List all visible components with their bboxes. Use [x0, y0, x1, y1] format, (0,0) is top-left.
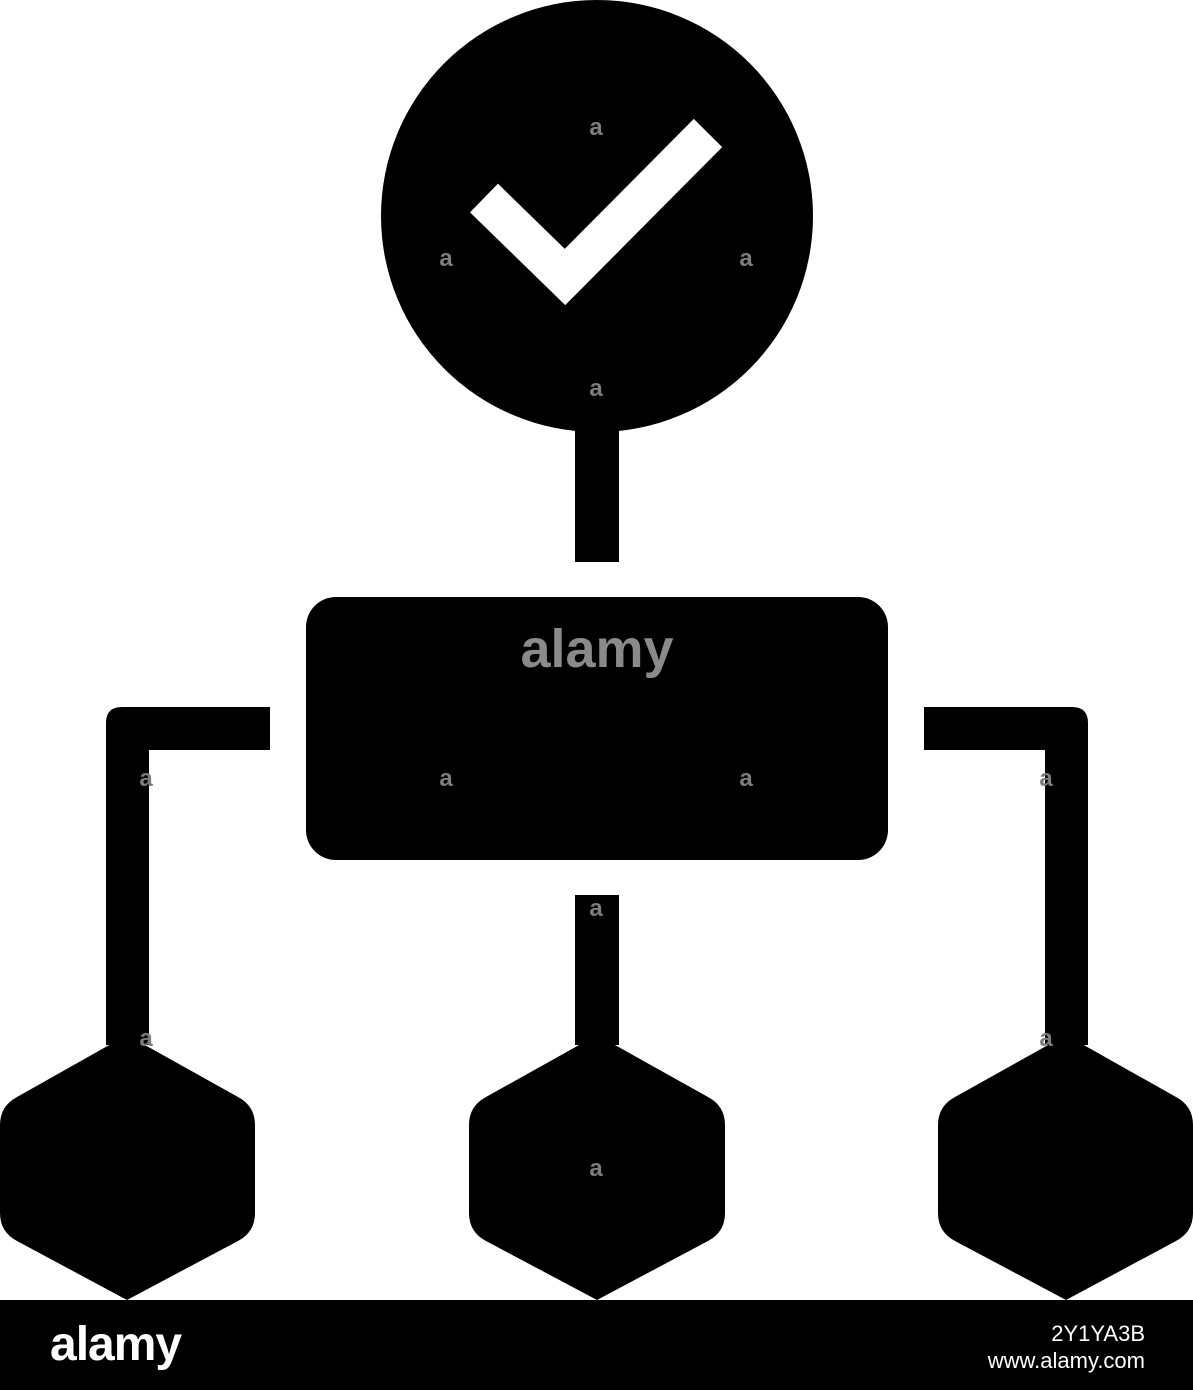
- watermark-mark-11: a: [1039, 1025, 1053, 1052]
- watermark-mark-5: a: [439, 765, 453, 792]
- connector-top: [575, 425, 619, 562]
- watermark-mark-8: a: [1039, 765, 1053, 792]
- site-url: www.alamy.com: [987, 1348, 1145, 1373]
- watermark-mark-1: a: [589, 114, 603, 141]
- footer-bar: alamy 2Y1YA3B www.alamy.com: [0, 1300, 1193, 1390]
- image-id: 2Y1YA3B: [1051, 1321, 1145, 1346]
- watermark-mark-12: a: [589, 1155, 603, 1182]
- footer-logo: alamy: [50, 1318, 182, 1371]
- connector-right: [924, 707, 1088, 1045]
- connector-left: [106, 707, 270, 1045]
- watermark-main: alamy: [520, 619, 673, 679]
- hexagon-middle: [469, 1035, 725, 1300]
- watermark-mark-6: a: [739, 765, 753, 792]
- watermark-mark-3: a: [739, 245, 753, 272]
- hexagon-left: [0, 1035, 255, 1300]
- footer-image-info: 2Y1YA3B www.alamy.com: [988, 1320, 1145, 1374]
- watermark-mark-2: a: [439, 245, 453, 272]
- approval-circle: [381, 0, 813, 432]
- watermark-mark-10: a: [139, 1025, 153, 1052]
- watermark-mark-7: a: [139, 765, 153, 792]
- check-icon: [470, 118, 723, 306]
- hierarchy-diagram: alamy a a a a a a a a a a a a: [0, 0, 1193, 1300]
- hexagon-right: [938, 1035, 1193, 1300]
- watermark-mark-9: a: [589, 895, 603, 922]
- watermark-mark-4: a: [589, 375, 603, 402]
- central-box: [306, 597, 888, 860]
- connector-middle: [575, 895, 619, 1045]
